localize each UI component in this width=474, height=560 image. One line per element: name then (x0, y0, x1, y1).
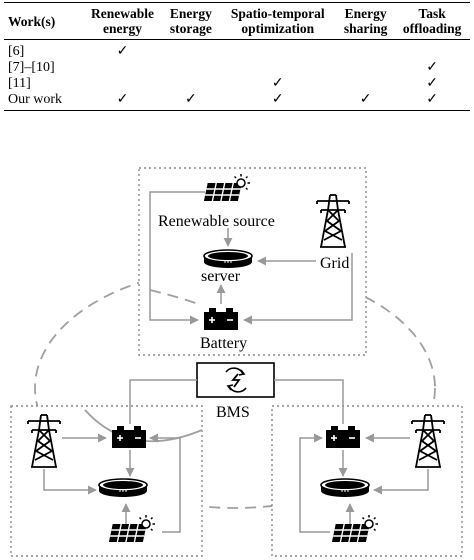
arrow-left-solar-to-battery (149, 433, 181, 533)
check-cell (337, 75, 394, 91)
check-cell (163, 59, 219, 75)
check-cell: ✓ (116, 91, 129, 107)
check-cell: ✓ (426, 91, 439, 107)
system-diagram: Renewable source server Grid Battery BMS (10, 167, 463, 557)
work-cell: [7]–[10] (8, 59, 55, 75)
bms-link-right (274, 379, 344, 424)
left-server-icon (98, 478, 148, 498)
check-cell: ✓ (184, 91, 197, 107)
battery-label: Battery (200, 335, 247, 352)
right-server-icon (320, 478, 370, 498)
bms-label: BMS (216, 404, 250, 421)
server-icon (203, 249, 253, 269)
main-node-border (138, 167, 367, 356)
check-cell (337, 40, 394, 60)
recycle-energy-icon (225, 367, 247, 393)
check-cell: ✓ (271, 91, 284, 107)
renewable-source-label: Renewable source (158, 213, 275, 230)
bms-link-left (129, 379, 197, 424)
table-row: [11] ✓ ✓ (4, 75, 470, 91)
grid-label: Grid (320, 255, 349, 272)
check-cell (82, 75, 163, 91)
check-cell: ✓ (426, 59, 439, 75)
work-cell: Our work (8, 91, 63, 107)
check-cell (394, 40, 470, 60)
check-cell (82, 59, 163, 75)
header-works: Work(s) (8, 13, 56, 29)
check-cell: ✓ (271, 75, 284, 91)
arrow-grid-to-battery (243, 253, 353, 325)
check-cell: ✓ (359, 91, 372, 107)
check-cell (163, 75, 219, 91)
check-cell (219, 59, 337, 75)
arrow-left-tower-to-server (43, 469, 97, 495)
check-cell: ✓ (426, 75, 439, 91)
arrow-solar-to-battery (149, 191, 205, 325)
server-label: server (201, 268, 241, 285)
arrow-right-tower-to-server (373, 469, 429, 495)
work-cell: [6] (8, 43, 25, 59)
table-row: Our work ✓ ✓ ✓ ✓ ✓ (4, 91, 470, 111)
table-row: [7]–[10] ✓ (4, 59, 470, 75)
check-cell: ✓ (116, 43, 129, 59)
check-cell (163, 40, 219, 60)
arrow-right-solar-to-battery (299, 433, 330, 533)
check-cell (337, 59, 394, 75)
work-cell: [11] (8, 75, 31, 91)
table-row: [6] ✓ (4, 40, 470, 60)
check-cell (219, 40, 337, 60)
